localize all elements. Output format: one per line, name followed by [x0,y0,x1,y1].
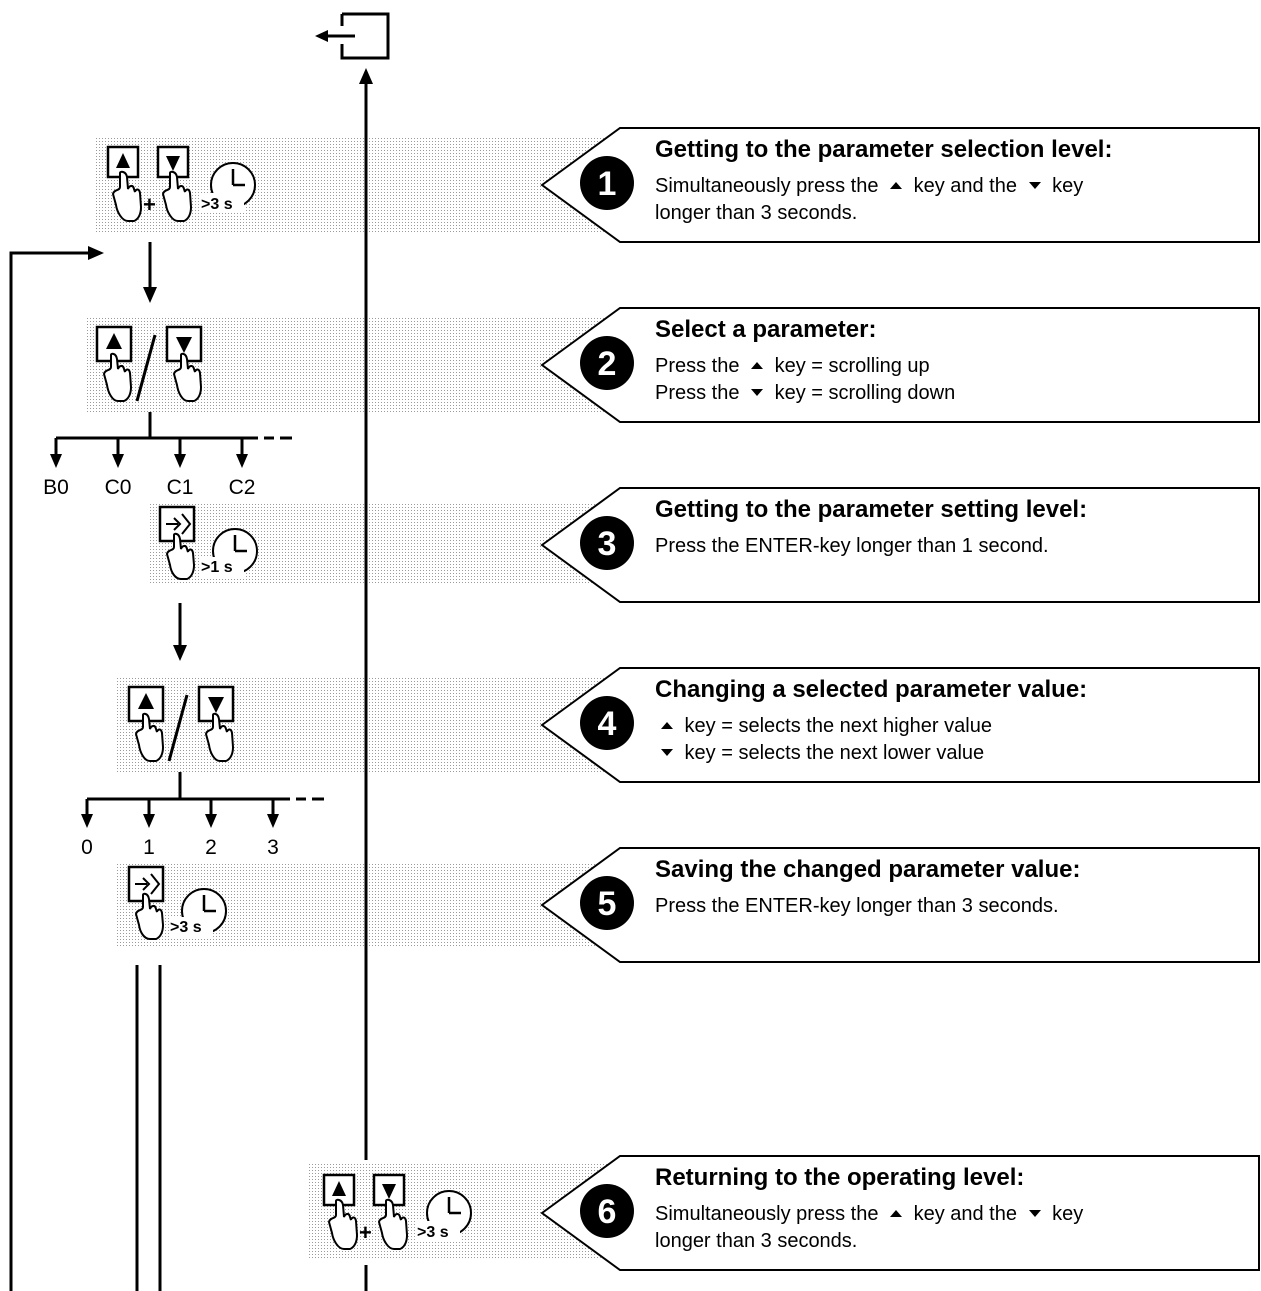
value-label: 0 [81,836,93,859]
svg-text:+: + [143,192,156,217]
down-key-icon [751,388,764,396]
down-key-icon [1028,181,1041,189]
step-number-badge [580,876,634,930]
callout-box [540,667,1260,783]
step-number: 2 [598,345,617,383]
step-desc: Press the ENTER-key longer than 1 second… [655,535,1049,557]
parameter-tree [50,412,292,468]
parameter-label: B0 [43,476,69,499]
up-or-down-keys-icon [127,685,235,762]
svg-text:+: + [359,1220,372,1245]
loop-line [9,246,104,1291]
value-label: 3 [267,836,279,859]
step-6-text: Returning to the operating level: Simult… [655,1163,1245,1255]
step-3-text: Getting to the parameter setting level: … [655,495,1245,560]
timer-label: >3 s [417,1224,449,1241]
parameter-label: C2 [228,476,256,499]
callout-box [540,847,1260,963]
step-desc: Press the key = scrolling up Press the k… [655,355,956,404]
up-or-down-keys-icon [95,325,203,402]
step-2-text: Select a parameter: Press the key = scro… [655,315,1245,407]
up-plus-down-keys-3s-icon: + >3 s [322,1173,472,1250]
step-title: Getting to the parameter setting level: [655,496,1088,523]
up-key-icon [890,181,903,189]
step-title: Getting to the parameter selection level… [655,136,1113,163]
enter-key-1s-icon: >1 s [158,505,258,580]
step-5-text: Saving the changed parameter value: Pres… [655,855,1245,920]
step-title: Returning to the operating level: [655,1164,1025,1191]
step-desc: Press the ENTER-key longer than 3 second… [655,895,1059,917]
up-key-icon [751,361,764,369]
value-label: 2 [205,836,217,859]
timer-label: >3 s [170,919,202,936]
value-tree [81,772,324,828]
step-title: Select a parameter: [655,316,877,343]
step-number-badge [580,516,634,570]
callout-box [540,307,1260,423]
callout-box [540,487,1260,603]
exit-arrow-icon [315,12,390,60]
arrow-1-2 [143,242,157,303]
step-number-badge [580,696,634,750]
parameter-label: C0 [104,476,132,499]
down-key-icon [1028,1209,1041,1217]
step-number: 4 [598,705,617,743]
step-number: 1 [598,165,617,203]
step-1-text: Getting to the parameter selection level… [655,135,1245,227]
up-key-icon [890,1209,903,1217]
step-number: 5 [598,885,617,923]
timer-label: >3 s [201,196,233,213]
return-line [359,68,373,1291]
enter-key-3s-icon: >3 s [127,865,227,940]
dotted-bands [85,137,620,1260]
band-2 [85,317,620,412]
step-desc: key = selects the next higher value key … [655,713,1245,767]
step-desc: Simultaneously press the key and the key… [655,175,1084,224]
step-title: Saving the changed parameter value: [655,856,1081,883]
step-number-badge [580,1184,634,1238]
double-lines [135,965,162,1291]
parameter-label: C1 [166,476,194,499]
step-desc: Simultaneously press the key and the key… [655,1203,1084,1252]
down-key-icon [661,748,673,756]
timer-label: >1 s [201,559,233,576]
arrow-3-4 [173,603,187,661]
step-number: 3 [598,525,617,563]
up-plus-down-keys-3s-icon: + >3 s [106,145,256,222]
step-title: Changing a selected parameter value: [655,676,1088,703]
step-number-badge [580,336,634,390]
step-number-badge [580,156,634,210]
up-key-icon [661,721,673,729]
step-number: 6 [598,1193,617,1231]
step-4-text: Changing a selected parameter value: key… [655,675,1245,767]
value-label: 1 [143,836,155,859]
